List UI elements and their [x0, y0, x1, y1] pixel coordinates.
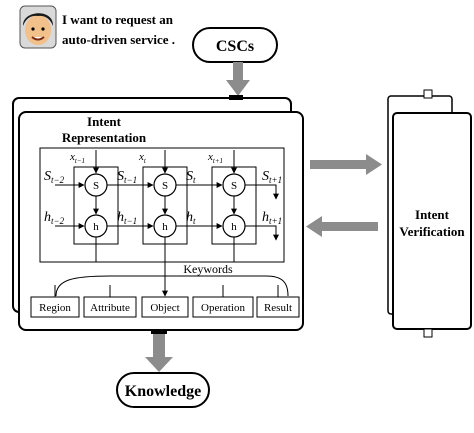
hidden-label-1: ht−2 — [44, 210, 65, 226]
verification-connector-top — [423, 89, 433, 99]
keyword-label-2: Attribute — [90, 302, 130, 314]
verification-label-line2: Verification — [399, 224, 465, 239]
user-avatar — [19, 5, 57, 49]
rnn-frame — [39, 147, 285, 263]
input-label-2: xt — [138, 151, 147, 165]
representation-connector-bottom — [151, 329, 167, 334]
hidden-out-arrow — [245, 225, 279, 241]
hidden-label-2: ht−1 — [117, 210, 137, 226]
hidden-node-symbol-2: h — [162, 221, 168, 233]
representation-to-verification-arrow — [310, 154, 382, 175]
keyword-box-3 — [141, 296, 189, 318]
state-out-arrow — [245, 184, 279, 200]
verification-label-line1: Intent — [415, 207, 450, 222]
hidden-node-symbol-1: h — [93, 221, 99, 233]
state-label-1: St−2 — [44, 169, 65, 185]
state-label-4: St+1 — [262, 169, 282, 185]
cscs-label: CSCs — [216, 38, 254, 55]
keyword-label-5: Result — [264, 302, 292, 314]
representation-title-line1: Intent — [87, 114, 122, 129]
state-label-3: St — [186, 169, 196, 185]
keywords-label: Keywords — [183, 262, 233, 276]
representation-to-knowledge-arrow — [145, 334, 173, 372]
hidden-label-4: ht+1 — [262, 210, 282, 226]
keyword-label-4: Operation — [201, 302, 245, 314]
representation-title-line2: Representation — [62, 130, 147, 145]
keywords-row: Region Attribute Object Operation Result — [30, 285, 300, 318]
hidden-label-3: ht — [186, 210, 196, 226]
state-label-2: St−1 — [117, 169, 137, 185]
cscs-to-representation-arrow — [226, 62, 250, 96]
user-request-line1: I want to request an — [62, 12, 174, 27]
keyword-label-1: Region — [39, 302, 71, 314]
state-node-symbol-1: S — [93, 180, 99, 192]
representation-connector-top — [229, 95, 243, 100]
keyword-label-3: Object — [150, 302, 179, 314]
verification-to-representation-arrow — [306, 216, 378, 237]
knowledge-node — [116, 372, 210, 408]
input-label-3: xt+1 — [207, 151, 223, 165]
verification-connector-bottom — [423, 328, 433, 338]
user-request-line2: auto-driven service . — [62, 32, 175, 47]
state-node-symbol-2: S — [162, 180, 168, 192]
keywords-brace — [55, 275, 289, 297]
hidden-node-symbol-3: h — [231, 221, 237, 233]
state-node-symbol-3: S — [231, 180, 237, 192]
knowledge-label: Knowledge — [125, 383, 201, 400]
input-label-1: xt−1 — [69, 151, 85, 165]
